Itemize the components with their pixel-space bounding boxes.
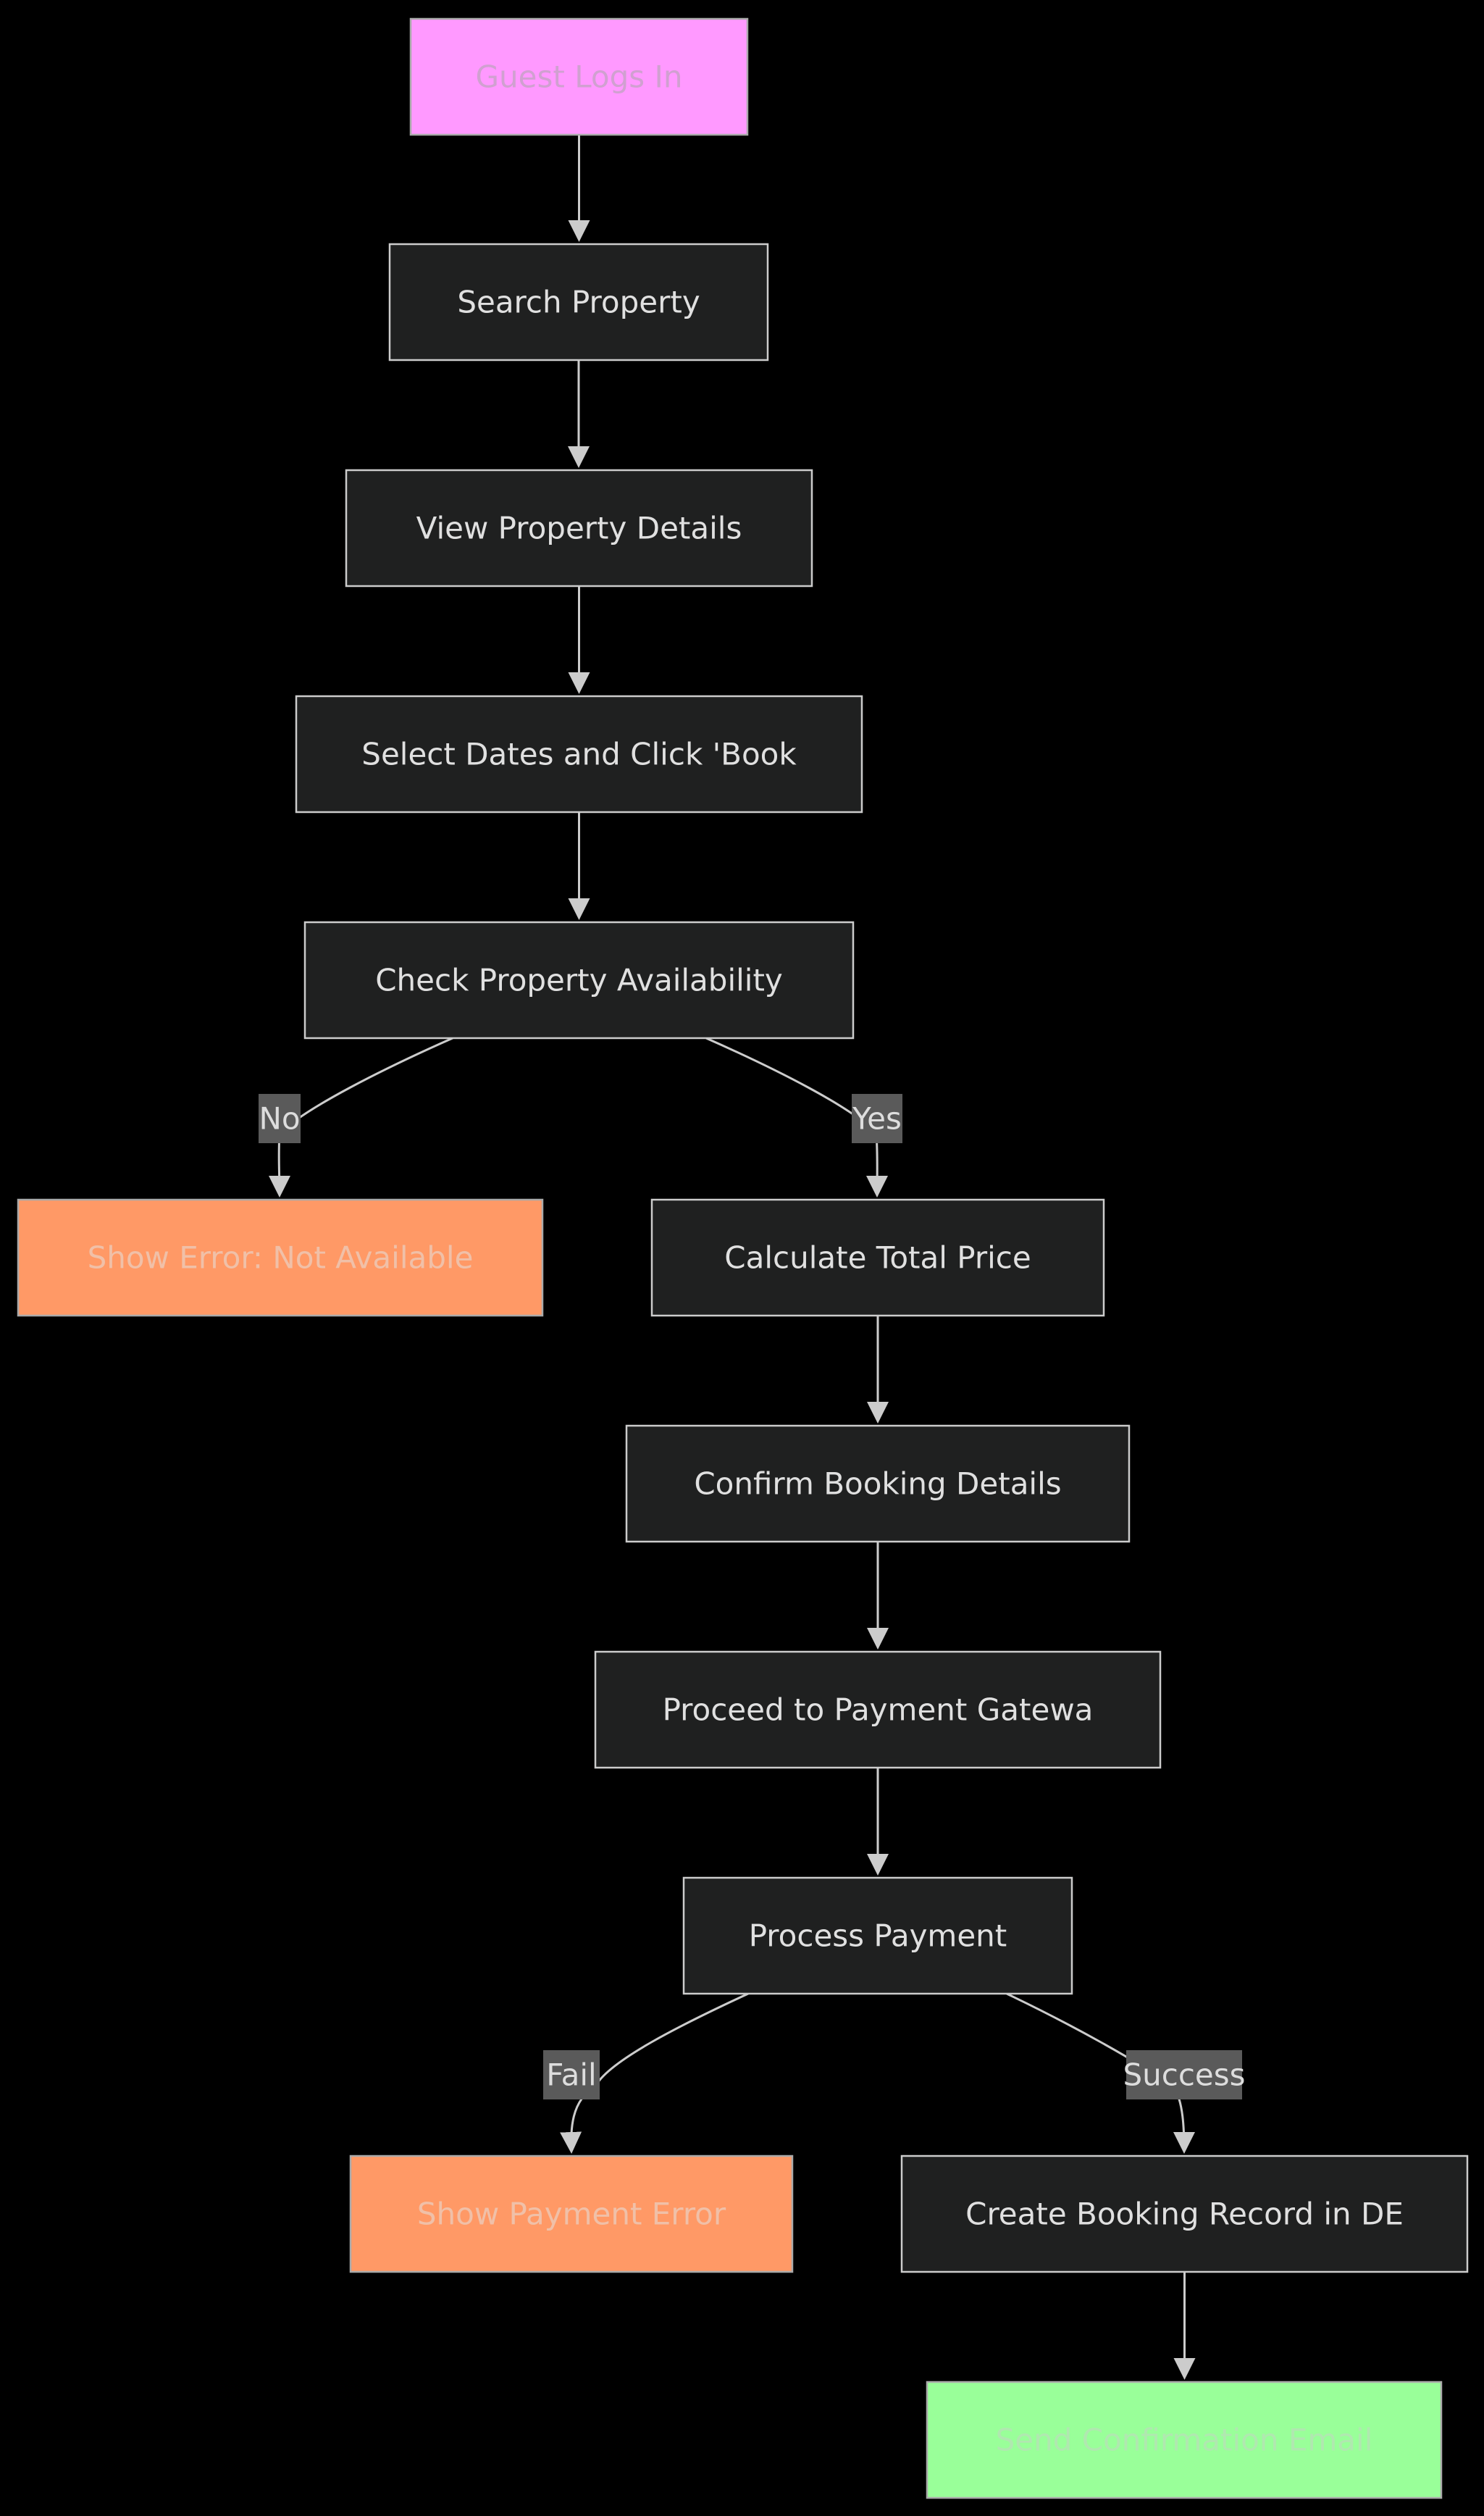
- edge-label-success: Success: [1123, 2050, 1246, 2099]
- node-box: [345, 469, 813, 588]
- edge-label-fail: Fail: [543, 2050, 600, 2099]
- node-label: Proceed to Payment Gatewa: [663, 1692, 1094, 1728]
- node-box: [349, 2155, 794, 2273]
- edge-label-no: No: [259, 1094, 301, 1143]
- node-label: Show Payment Error: [417, 2197, 726, 2232]
- node-label: Confirm Booking Details: [694, 1466, 1061, 1502]
- edge-label-background: [259, 1094, 301, 1143]
- edge-label-text: Success: [1123, 2057, 1245, 2093]
- node-label: Show Error: Not Available: [88, 1240, 474, 1276]
- edge-label-text: Yes: [852, 1101, 902, 1137]
- edge-label-background: [852, 1094, 902, 1143]
- node-label: Guest Logs In: [476, 59, 683, 95]
- node-label: Send Confirmation Email: [996, 2423, 1373, 2458]
- edge-process-payerr: [560, 1992, 749, 2154]
- node-box: [17, 1198, 544, 1317]
- node-box: [303, 921, 855, 1040]
- node-label: Process Payment: [749, 1918, 1007, 1954]
- node-check: Check Property Availability: [303, 921, 855, 1040]
- node-confirm: Confirm Booking Details: [625, 1424, 1131, 1543]
- edge-label-yes: Yes: [852, 1094, 902, 1143]
- node-label: Calculate Total Price: [724, 1240, 1031, 1276]
- node-box: [682, 1876, 1073, 1995]
- node-select: Select Dates and Click 'Book: [295, 695, 863, 814]
- node-label: Search Property: [457, 285, 700, 320]
- node-view: View Property Details: [345, 469, 813, 588]
- node-process: Process Payment: [682, 1876, 1073, 1995]
- node-calc: Calculate Total Price: [650, 1198, 1105, 1317]
- node-box: [900, 2155, 1469, 2273]
- node-record: Create Booking Record in DE: [900, 2155, 1469, 2273]
- node-na: Show Error: Not Available: [17, 1198, 544, 1317]
- node-email: Send Confirmation Email: [926, 2381, 1443, 2499]
- node-box: [625, 1424, 1131, 1543]
- edge-check-calc: [705, 1037, 889, 1198]
- node-gateway: Proceed to Payment Gatewa: [594, 1650, 1162, 1769]
- edge-label-text: No: [259, 1101, 300, 1137]
- node-label: Create Booking Record in DE: [965, 2197, 1404, 2232]
- node-box: [388, 243, 769, 361]
- edge-check-na: [268, 1037, 453, 1198]
- node-label: View Property Details: [416, 511, 742, 546]
- node-box: [594, 1650, 1162, 1769]
- node-label: Select Dates and Click 'Book: [361, 737, 797, 772]
- node-box: [926, 2381, 1443, 2499]
- edge-label-background: [1126, 2050, 1242, 2099]
- node-box: [409, 17, 749, 136]
- edge-label-background: [543, 2050, 600, 2099]
- node-payerr: Show Payment Error: [349, 2155, 794, 2273]
- node-search: Search Property: [388, 243, 769, 361]
- node-login: Guest Logs In: [409, 17, 749, 136]
- node-label: Check Property Availability: [375, 963, 783, 998]
- node-box: [650, 1198, 1105, 1317]
- node-box: [295, 695, 863, 814]
- edge-label-text: Fail: [546, 2057, 596, 2093]
